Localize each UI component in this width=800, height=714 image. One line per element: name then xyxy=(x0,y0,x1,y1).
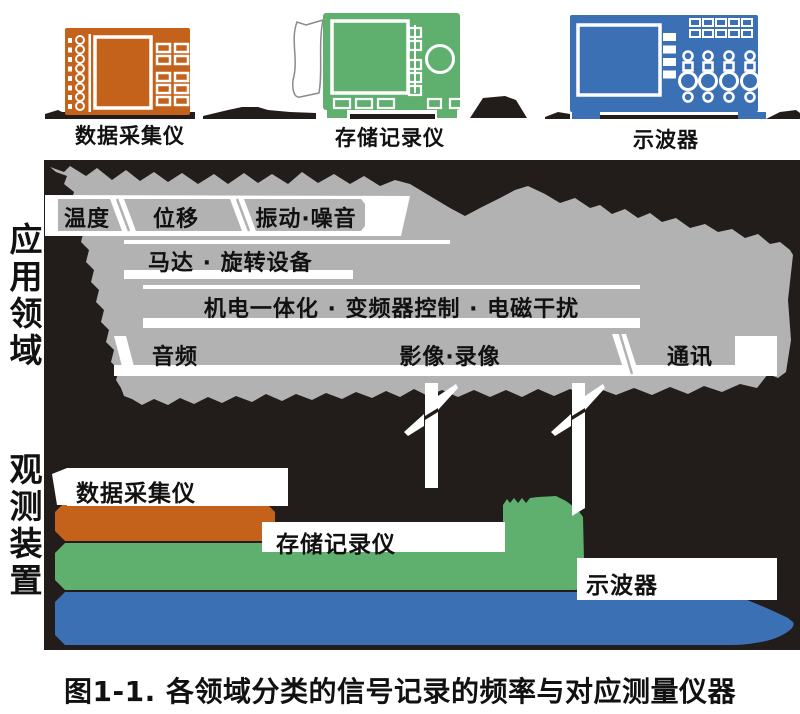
figure-caption: 图1-1. 各领域分类的信号记录的频率与对应测量仪器 xyxy=(64,675,736,708)
band-audio: 音频 xyxy=(152,345,199,370)
band-row1 xyxy=(45,195,410,236)
daq-buttons xyxy=(155,42,190,107)
daq-connector-pins xyxy=(68,34,91,112)
daq-screen xyxy=(93,35,153,110)
oscilloscope-range-bar xyxy=(55,592,794,645)
band-video: 影像·录像 xyxy=(399,345,501,370)
band-motor: 马达 · 旋转设备 xyxy=(148,251,313,276)
band-mechatronics: 机电一体化 · 变频器控制 · 电磁干扰 xyxy=(203,297,580,322)
oscilloscope-screen xyxy=(576,23,662,97)
recorder-paper xyxy=(292,18,324,98)
oscilloscope-buttons xyxy=(689,18,753,38)
band-row2 xyxy=(124,240,450,279)
oscilloscope-knobs xyxy=(678,50,760,103)
oscilloscope-softkeys xyxy=(663,33,676,79)
band-vibration-noise: 振动·噪音 xyxy=(255,207,357,232)
band-row4 xyxy=(114,333,777,376)
recorder-buttons xyxy=(332,26,465,110)
daq-bar-label: 数据采集仪 xyxy=(76,481,196,507)
oscilloscope-label: 示波器 xyxy=(633,128,699,152)
daq-label: 数据采集仪 xyxy=(75,124,185,148)
signal-bolt-2 xyxy=(551,383,605,516)
ground-shadow-silhouettes xyxy=(45,96,800,119)
recorder-icon xyxy=(292,13,465,118)
daq-range-bar xyxy=(55,502,275,541)
band-displacement: 位移 xyxy=(152,207,199,232)
daq-connector-rings xyxy=(75,35,85,111)
recorder-bar-label: 存储记录仪 xyxy=(276,532,396,558)
recorder-label: 存储记录仪 xyxy=(335,126,445,150)
signal-bolt-1 xyxy=(404,383,458,488)
band-row3 xyxy=(143,285,640,328)
band-communication: 通讯 xyxy=(666,345,713,370)
oscilloscope-bar-label: 示波器 xyxy=(586,573,658,599)
observation-side-label: 观测装置 xyxy=(4,452,43,600)
bar-label-boxes xyxy=(52,468,777,600)
application-side-label: 应用领域 xyxy=(4,222,43,370)
daq-icon xyxy=(65,28,190,115)
oscilloscope-icon xyxy=(570,15,766,119)
band-temperature: 温度 xyxy=(63,207,110,232)
recorder-screen xyxy=(330,19,410,95)
